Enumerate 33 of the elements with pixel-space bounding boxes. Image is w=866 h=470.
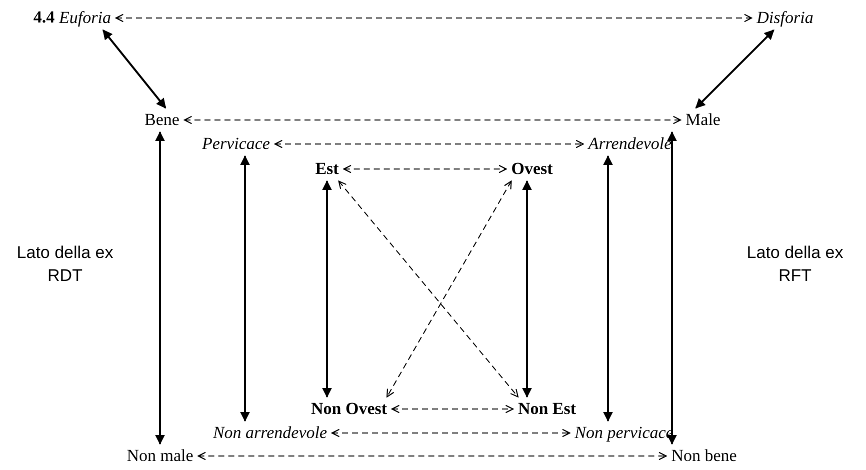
arrow [102,29,166,109]
arrow [603,155,613,422]
term-text: Disforia [756,8,814,28]
term-text: Non Ovest [310,398,388,420]
term-text: Pervicace [202,134,270,154]
arrow [155,131,165,445]
term-text: Non Est [518,398,576,420]
dashed-arrow [338,180,518,398]
term-text: Arrendevole [588,134,672,154]
dashed-arrow [386,180,512,398]
term-text: Non bene [671,446,737,466]
side-note: Lato della ex RDT [16,242,114,287]
arrow [667,131,677,445]
term-text: Ovest [511,158,553,180]
term-text: Bene [144,110,180,130]
term-text: Non male [126,446,194,466]
term-text: Est [315,158,339,180]
arrow [522,180,532,398]
side-note: Lato della ex RFT [746,242,844,287]
arrow [322,180,332,398]
dashed-arrow [184,116,682,124]
dashed-arrow [332,428,570,438]
term-text: Male [686,110,720,130]
term-text: Non arrendevole [212,422,328,444]
dashed-arrow [115,14,752,22]
arrow [695,29,774,109]
term-text: Euforia [59,8,111,28]
dashed-arrow [274,140,584,148]
dashed-arrow [391,404,514,414]
section-number: 4.4 [33,6,55,29]
arrow [240,155,250,422]
dashed-arrow [198,452,667,460]
dashed-arrow [343,164,507,174]
